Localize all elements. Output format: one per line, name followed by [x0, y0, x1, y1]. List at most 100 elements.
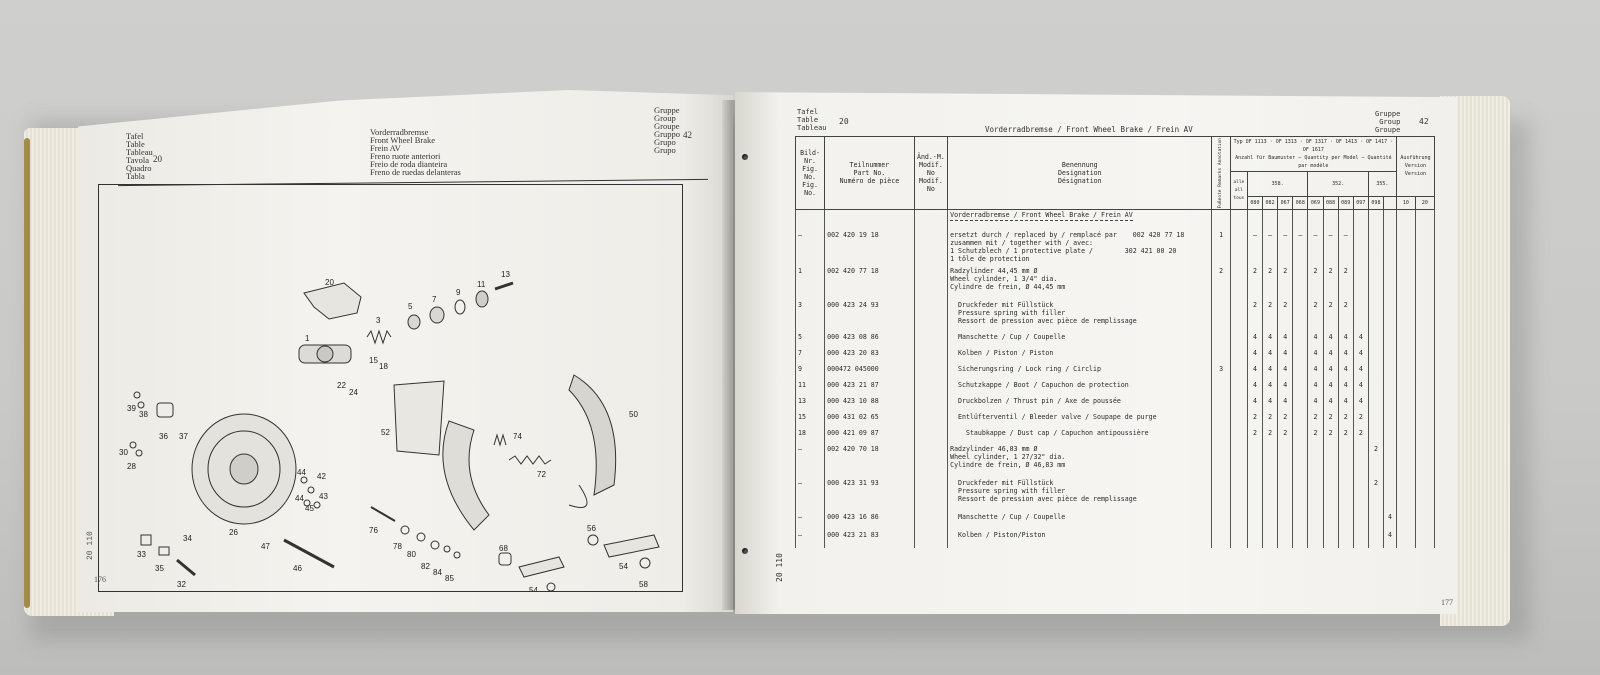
part-no-cell	[824, 209, 915, 230]
modif-cell	[913, 209, 949, 230]
page-code: 20 110	[775, 553, 784, 582]
version-cell	[1395, 511, 1416, 530]
quantity-cell: 4	[1261, 379, 1279, 396]
part-no-cell: 000 423 21 87	[824, 379, 915, 396]
col-group: 355.	[1367, 171, 1397, 197]
quantity-cell	[1292, 347, 1309, 364]
quantity-cell: 2	[1277, 265, 1294, 300]
modif-cell	[913, 299, 949, 332]
fig-cell: 1	[794, 265, 826, 300]
part-no-cell: 002 420 19 18	[824, 229, 915, 266]
quantity-cell	[1229, 511, 1248, 530]
group-label: Gruppe	[654, 105, 680, 115]
modif-cell	[913, 363, 949, 380]
fig-cell: 11	[794, 379, 826, 396]
part-no-cell: 000 423 24 93	[824, 299, 915, 332]
quantity-cell: 2	[1246, 299, 1264, 332]
quantity-cell: 4	[1277, 395, 1294, 412]
designation-text: Staubkappe / Dust cap / Capuchon antipou…	[950, 428, 1149, 437]
table-row: –000 423 31 93 Druckfeder mit Füllstück …	[794, 477, 1436, 512]
modif-cell	[913, 427, 949, 444]
col-model	[1383, 195, 1397, 211]
quantity-cell	[1383, 427, 1397, 444]
version-cell	[1414, 443, 1436, 478]
quantity-cell: 4	[1322, 331, 1339, 348]
quantity-cell	[1246, 209, 1264, 230]
quantity-cell: –	[1277, 229, 1294, 266]
quantity-cell	[1383, 379, 1397, 396]
version-cell	[1414, 411, 1436, 428]
quantity-cell	[1292, 529, 1309, 548]
remarks-cell: 2	[1211, 265, 1231, 300]
page-title: Vorderradbremse / Front Wheel Brake / Fr…	[985, 125, 1193, 134]
quantity-cell: 4	[1322, 395, 1339, 412]
quantity-cell: –	[1322, 229, 1339, 266]
callout: 58	[639, 580, 648, 589]
remarks-cell	[1211, 477, 1231, 512]
fig-cell: 15	[794, 411, 826, 428]
col-remarks: Fußnote Remarks Annotation	[1211, 136, 1231, 210]
header-label: Table	[126, 139, 145, 149]
callout: 39	[127, 404, 136, 413]
exploded-diagram: 20 1 3 5 7 9 11 13 15 18 22 24 39 38 36 …	[98, 184, 683, 592]
quantity-cell	[1292, 443, 1309, 478]
part-no-cell: 000 421 09 87	[824, 427, 915, 444]
version-cell	[1414, 511, 1436, 530]
quantity-cell	[1352, 209, 1369, 230]
right-header-labels: Tafel Table Tableau	[797, 108, 827, 132]
quantity-cell	[1292, 209, 1309, 230]
version-cell	[1395, 477, 1416, 512]
version-cell	[1414, 379, 1436, 396]
quantity-cell	[1229, 379, 1248, 396]
group-number: 42	[683, 130, 692, 140]
quantity-cell: 4	[1322, 347, 1339, 364]
quantity-cell	[1383, 411, 1397, 428]
version-cell	[1414, 209, 1436, 230]
callout: 7	[432, 295, 437, 304]
callout: 84	[433, 568, 442, 577]
quantity-cell: 4	[1352, 363, 1369, 380]
modif-cell	[913, 331, 949, 348]
quantity-cell: 2	[1246, 427, 1264, 444]
quantity-cell: 2	[1337, 299, 1354, 332]
quantity-cell: –	[1261, 229, 1279, 266]
header-label: Tableau	[797, 124, 827, 132]
remarks-cell	[1211, 209, 1231, 230]
callout: 35	[155, 564, 164, 573]
quantity-cell	[1246, 477, 1264, 512]
quantity-cell: 2	[1246, 411, 1264, 428]
remarks-cell	[1211, 379, 1231, 396]
header-label: Table	[797, 116, 819, 124]
col-model: 089	[1337, 195, 1354, 211]
modif-cell	[913, 265, 949, 300]
version-cell	[1395, 347, 1416, 364]
designation-cell: Druckfeder mit Füllstück Pressure spring…	[947, 477, 1213, 512]
quantity-cell	[1261, 209, 1279, 230]
fig-cell: –	[794, 511, 826, 530]
designation-text: Druckbolzen / Thrust pin / Axe de poussé…	[950, 396, 1121, 405]
quantity-cell: 2	[1307, 265, 1324, 300]
version-cell	[1395, 443, 1416, 478]
quantity-cell: –	[1292, 229, 1309, 266]
header-title: Freno de ruedas delanteras	[370, 167, 461, 177]
callout: 44	[297, 468, 306, 477]
quantity-cell	[1292, 427, 1309, 444]
col-model: 080	[1246, 195, 1264, 211]
quantity-cell	[1383, 331, 1397, 348]
callout: 30	[119, 448, 128, 457]
quantity-cell: 4	[1307, 395, 1324, 412]
col-fig-no: Bild-Nr.Fig. No.Fig. No.	[794, 135, 826, 211]
version-cell	[1395, 427, 1416, 444]
quantity-cell	[1352, 529, 1369, 548]
callout: 32	[177, 580, 186, 589]
quantity-cell	[1367, 331, 1385, 348]
quantity-cell	[1337, 511, 1354, 530]
part-no-cell: 000 423 08 86	[824, 331, 915, 348]
version-cell	[1395, 363, 1416, 380]
designation-cell: Radzylinder 46,83 mm Ø Wheel cylinder, 1…	[947, 443, 1213, 478]
callout: 26	[229, 528, 238, 537]
